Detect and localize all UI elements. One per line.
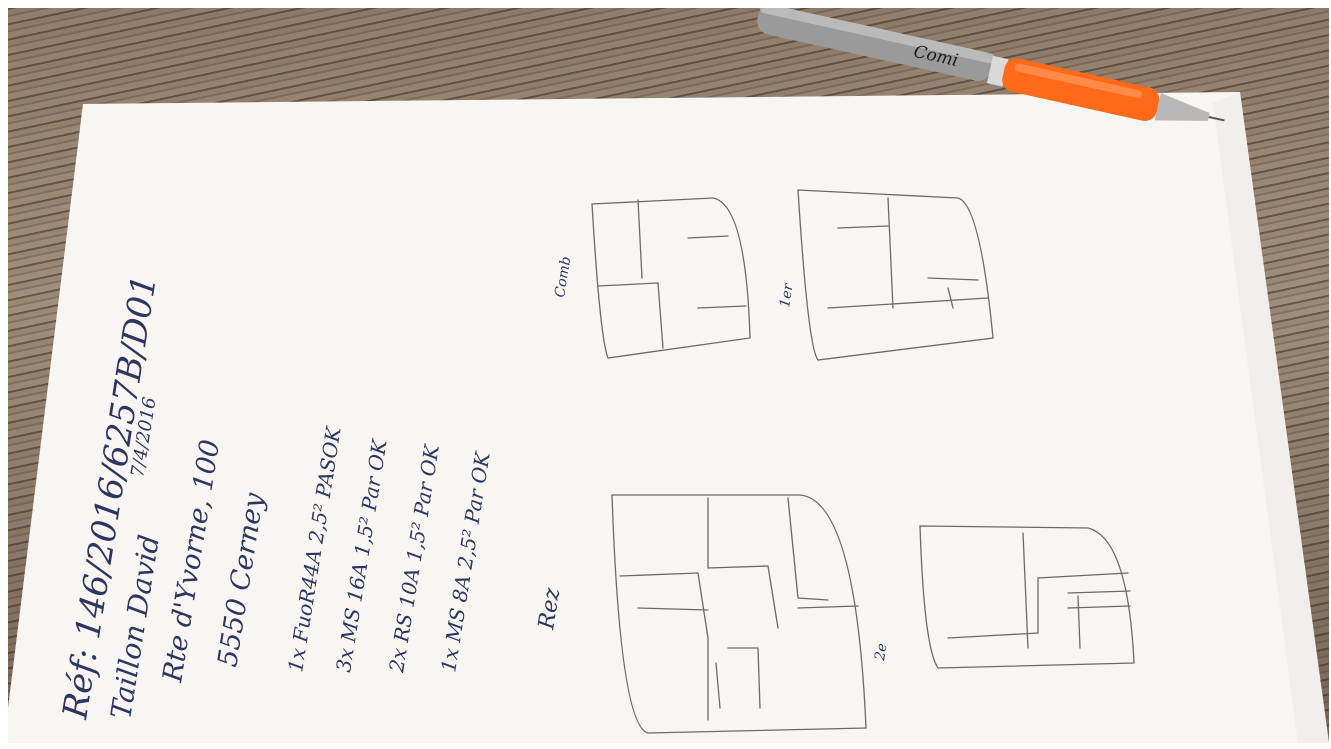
label-2e: 2e <box>872 642 891 662</box>
sketch-rez <box>611 494 867 734</box>
label-comb: Comb <box>552 255 574 298</box>
label-1er: 1er <box>777 281 797 308</box>
pen: Comi <box>757 8 1225 122</box>
paper-surface <box>8 92 1329 743</box>
paper-sheet: Réf: 146/2016/6257B/D01 Taillon David 7/… <box>8 92 1329 743</box>
floor-plan-sketches <box>591 189 1135 734</box>
sketch-2e <box>919 525 1135 669</box>
sketch-comb <box>591 197 751 359</box>
sketch-1er <box>797 189 994 361</box>
